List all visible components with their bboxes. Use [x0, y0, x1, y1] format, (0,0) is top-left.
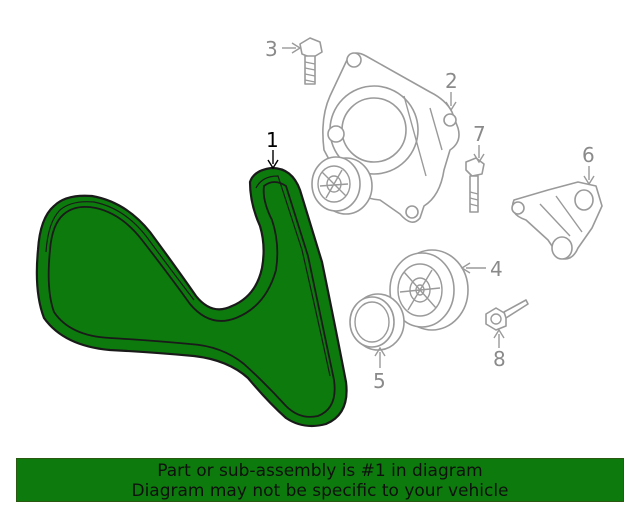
callout-label: 8: [493, 347, 506, 371]
callout-5: 5: [373, 346, 386, 393]
callout-label: 6: [582, 143, 595, 167]
part-flange-bolt[interactable]: [299, 37, 323, 85]
part-long-bolt[interactable]: [465, 157, 485, 213]
callout-label: 7: [473, 122, 486, 146]
callout-3: 3: [265, 37, 302, 61]
callout-2: 2: [445, 69, 458, 112]
callout-label: 5: [373, 369, 386, 393]
callout-1: 1: [266, 128, 279, 170]
callout-label: 3: [265, 37, 278, 61]
banner-line-part-number: Part or sub-assembly is #1 in diagram: [157, 461, 483, 481]
banner-line-disclaimer: Diagram may not be specific to your vehi…: [131, 481, 509, 501]
callout-label: 1: [266, 128, 279, 152]
parts-diagram: 1 2 3 4 5 6 7 8: [35, 37, 603, 428]
callout-6: 6: [582, 143, 595, 186]
callout-4: 4: [460, 257, 503, 281]
callout-8: 8: [493, 328, 506, 371]
callout-label: 2: [445, 69, 458, 93]
part-mounting-bracket[interactable]: [511, 181, 603, 260]
part-stud-bolt[interactable]: [485, 299, 529, 331]
part-tensioner-pulley[interactable]: [311, 156, 373, 215]
part-pulley-cover-cap[interactable]: [349, 293, 405, 351]
callout-7: 7: [473, 122, 486, 164]
callout-label: 4: [490, 257, 503, 281]
part-idler-pulley[interactable]: [389, 249, 469, 331]
part-serpentine-belt[interactable]: [35, 166, 348, 428]
info-banner: Part or sub-assembly is #1 in diagram Di…: [16, 458, 624, 502]
